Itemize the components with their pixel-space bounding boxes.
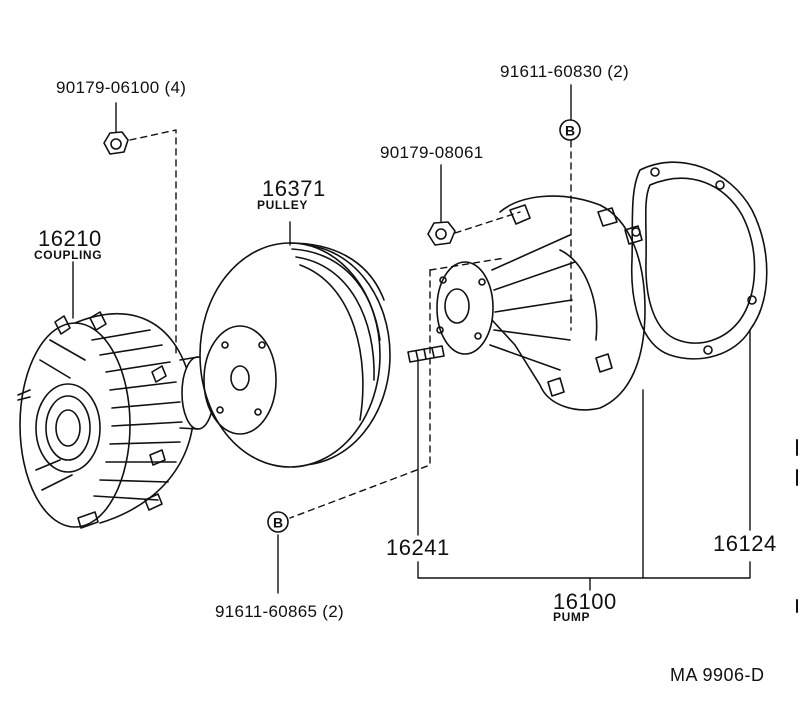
bolt-marker-top-text: B (565, 123, 575, 139)
nut-upper-label: 90179-06100 (4) (56, 78, 187, 97)
pump-name-label: PUMP (553, 610, 591, 624)
gasket-part (630, 161, 768, 360)
bolt-marker-top: B (559, 119, 581, 141)
bolt-marker-bottom-text: B (273, 515, 283, 531)
pulley-name-label: PULLEY (257, 198, 308, 212)
drawing-code: MA 9906-D (670, 665, 765, 685)
stud-part (407, 345, 445, 363)
pulley-part (199, 242, 391, 468)
bolt-bottom-label: 91611-60865 (2) (215, 602, 344, 621)
gasket-label: 16124 (713, 531, 777, 556)
nut-upper-part (103, 131, 129, 155)
assembly-lines (129, 129, 572, 519)
nut-middle-label: 90179-08061 (380, 143, 484, 162)
leader-lines (72, 84, 751, 594)
nut-middle-part (427, 221, 456, 246)
pump-number-label: 16100 (553, 589, 617, 614)
pump-part (436, 195, 646, 411)
coupling-name-label: COUPLING (34, 248, 103, 262)
bolt-top-label: 91611-60830 (2) (500, 62, 629, 81)
pulley-number-label: 16371 (262, 176, 326, 201)
bolt-marker-bottom: B (267, 511, 289, 533)
coupling-number-label: 16210 (38, 226, 102, 251)
stud-label: 16241 (386, 535, 450, 560)
coupling-part (17, 311, 215, 529)
